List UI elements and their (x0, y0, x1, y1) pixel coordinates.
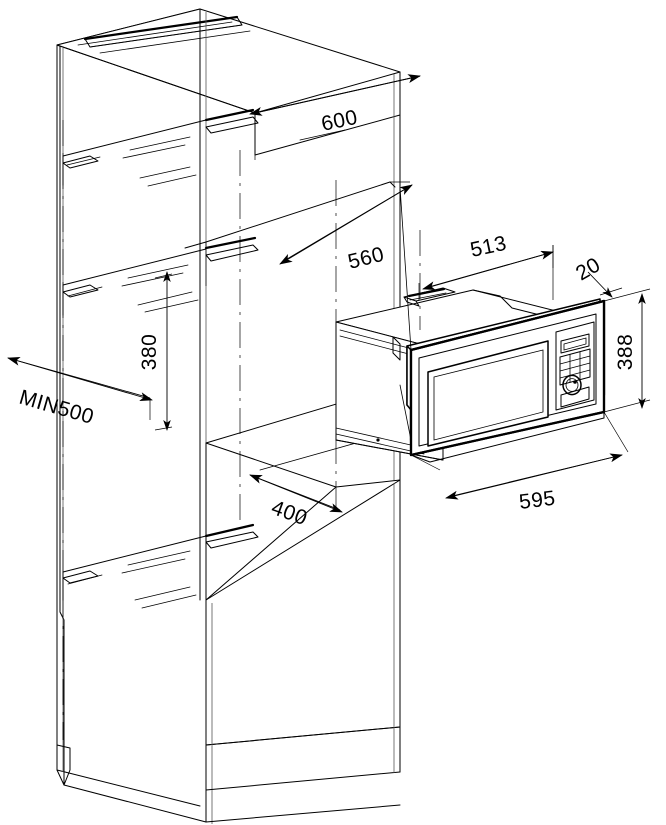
dim-388-ext-top (603, 288, 651, 302)
microwave-left-trim-c (335, 427, 425, 449)
upper-shelf-rail-top (204, 108, 255, 122)
niche-top-seg-d (137, 291, 193, 306)
niche-top-right-corner (389, 181, 396, 188)
microwave-bottom-left-edge (335, 439, 444, 461)
microwave-left-trim-d (335, 433, 425, 455)
dim-niche-height: 380 (138, 271, 173, 431)
dim-595-ext-left (410, 454, 441, 471)
dim-513-arrow-left (422, 251, 554, 291)
dim-niche-width: 560 (205, 181, 413, 286)
lower-shelf-seg-a (67, 574, 103, 585)
upper-shelf-left-front (62, 119, 207, 157)
dim-595-arrow-left (445, 454, 623, 500)
top-shelf-left-edge (56, 44, 256, 114)
niche-top-shelf (62, 181, 396, 316)
front-bottom-edge (409, 410, 606, 457)
door-window-inner (433, 349, 544, 441)
niche-top-bracket-left (62, 284, 99, 298)
lower-shelf-seg-c (121, 558, 186, 574)
lower-shelf-seg-b (127, 550, 191, 566)
lower-shelf-seg-e (141, 594, 197, 609)
upper-shelf-seg-b (122, 144, 186, 159)
upper-shelf-seg-c (299, 129, 346, 141)
projection-lines (399, 186, 421, 441)
niche-bottom-left-edge (205, 442, 337, 488)
door-window (427, 340, 549, 447)
lower-shelf-bracket-right (205, 531, 259, 549)
keypad-grid[interactable] (559, 348, 591, 386)
top-rail-edge-b (89, 24, 243, 48)
microwave-side-screw (376, 438, 380, 442)
base-panel-top-right (335, 479, 401, 488)
control-panel[interactable] (555, 321, 595, 411)
display-screen (560, 333, 590, 354)
dim-min500-arrow-right (7, 357, 153, 401)
niche-top-back-edge (205, 181, 391, 243)
built-in-microwave-oven (335, 287, 606, 463)
top-vent-icon (403, 287, 456, 307)
top-vent-slot-b (409, 292, 447, 301)
niche-top-left-stub (184, 241, 207, 249)
front-top-edge (409, 299, 606, 352)
cabinet-toe-kick (63, 726, 401, 824)
dim-20-ext (599, 287, 623, 296)
display-glass (563, 337, 587, 351)
microwave-bottom-face (410, 411, 605, 463)
knob-indicator (573, 380, 577, 384)
lower-shelf-front (62, 535, 207, 573)
knob-outer (562, 374, 582, 396)
keypad-row-1 (559, 355, 591, 365)
dim-595-ext-right (603, 411, 629, 453)
microwave-front-body (409, 299, 606, 457)
base-panel-top-left (205, 486, 337, 601)
toe-kick-top-edge (205, 771, 401, 791)
top-rail-edge-d (99, 30, 251, 54)
microwave-mount-tab (392, 336, 401, 361)
top-vent-slot-a (407, 287, 446, 298)
side-panel-toe-notch (56, 744, 71, 786)
toe-kick-bottom-edge (205, 804, 401, 823)
proj-line-b (399, 186, 412, 351)
dim-appliance-width: 595 (410, 411, 629, 514)
niche-top-seg-c (67, 286, 103, 297)
dim-400-arrow-right (249, 474, 343, 513)
dim-600-arrow-left (249, 75, 421, 116)
side-panel-bottom-edge (56, 769, 201, 807)
upper-shelf-seg-e (147, 174, 197, 187)
niche-top-seg-e (144, 299, 199, 313)
niche-top-seg-b (121, 272, 184, 287)
niche-top-rail (204, 236, 257, 250)
keypad-row-2 (559, 362, 591, 372)
cabinet-lower-shelf (62, 523, 259, 609)
lower-shelf-seg-d (134, 586, 191, 601)
dim-595-text: 595 (518, 487, 557, 514)
proj-line-a (399, 384, 412, 441)
start-button[interactable] (560, 386, 590, 408)
upper-shelf-bracket-right (205, 116, 259, 134)
control-panel-plate (555, 321, 595, 411)
microwave-top-rear-curve (472, 289, 541, 316)
base-panel-bottom (205, 726, 401, 746)
upper-shelf-bracket-left (62, 155, 99, 169)
upper-shelf-seg-d (139, 166, 191, 179)
dim-20-leader (587, 271, 613, 298)
niche-top-bracket (205, 244, 259, 262)
dim-380-text: 380 (138, 334, 161, 371)
toe-kick-front-edge (63, 784, 207, 823)
dim-560-arrow-left (279, 184, 413, 265)
niche-top-front-lip (62, 248, 207, 286)
display-outline (560, 333, 590, 354)
dim-appliance-height: 388 (603, 288, 651, 413)
cabinet-base-panel (205, 479, 401, 748)
top-vent-depth (403, 296, 420, 307)
keypad-row-3 (559, 369, 591, 379)
upper-shelf-seg-a (129, 136, 191, 151)
lower-shelf-rail (204, 523, 255, 538)
door-inner-bevel (418, 313, 597, 447)
niche-top-seg-a (127, 264, 189, 279)
dim-388-text: 388 (614, 334, 637, 371)
